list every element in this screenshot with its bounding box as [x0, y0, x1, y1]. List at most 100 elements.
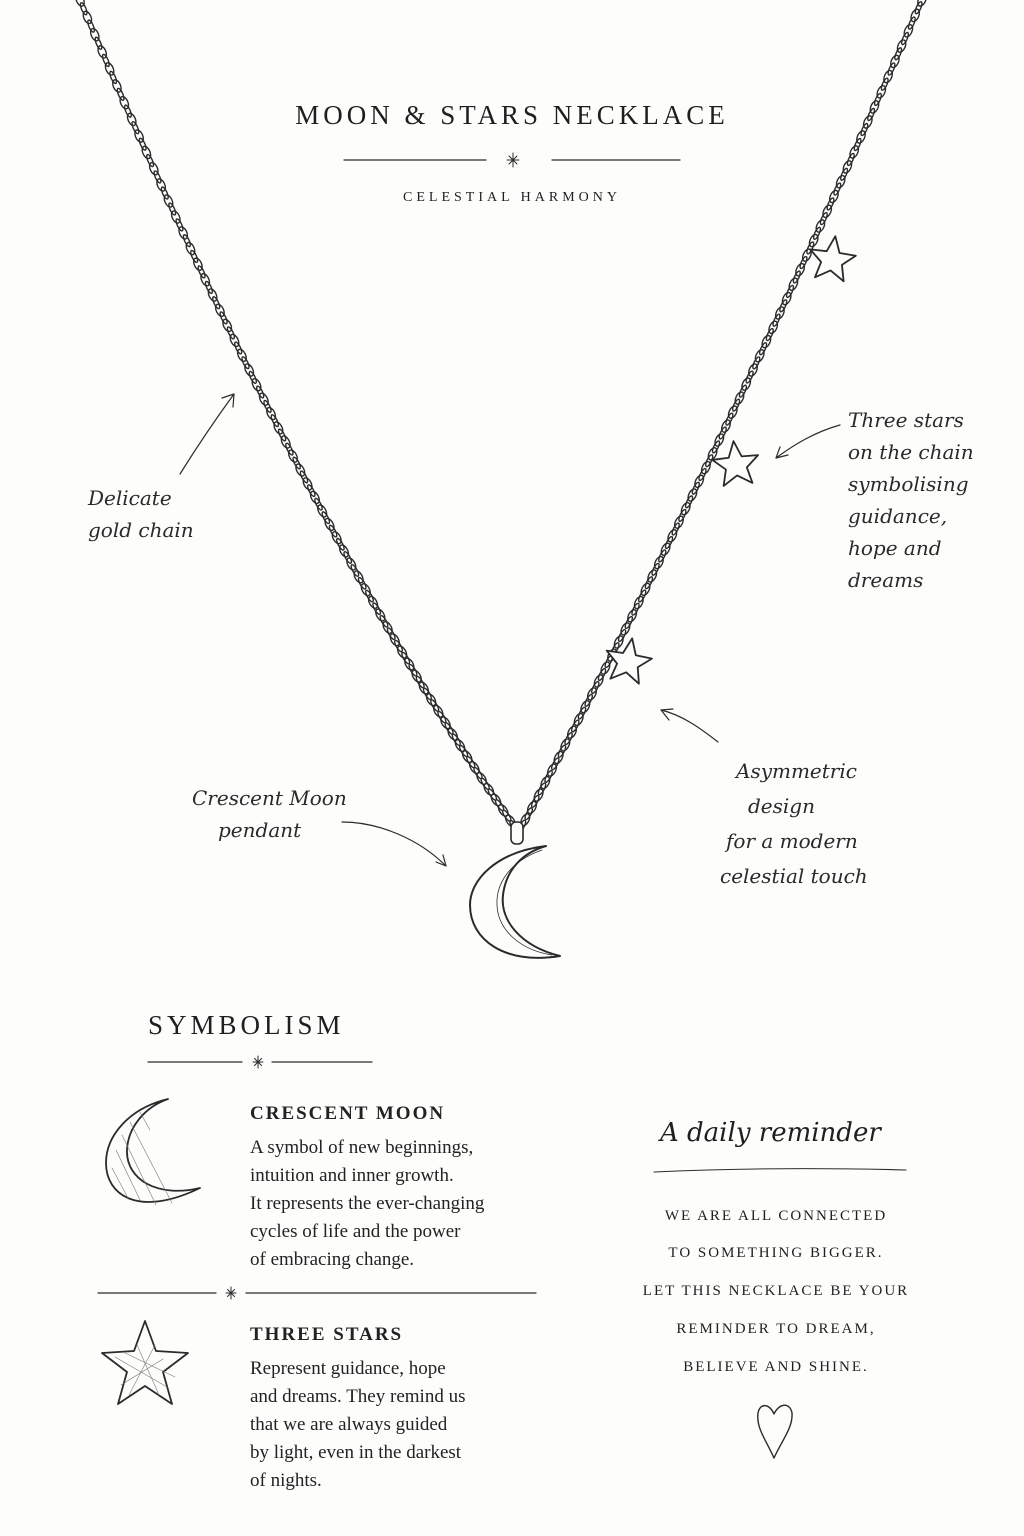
chain-link	[880, 77, 889, 91]
chain-link	[620, 622, 631, 636]
chain-link	[353, 570, 364, 584]
chain-link	[97, 45, 108, 59]
chain-link	[153, 170, 162, 184]
chain-link	[244, 363, 255, 377]
chain-link	[533, 788, 544, 802]
chain-link	[94, 36, 103, 51]
star-icon	[101, 1320, 189, 1405]
chain-link	[360, 583, 371, 597]
chain-link	[873, 92, 882, 107]
chain-link	[718, 426, 727, 440]
chain-link	[382, 620, 393, 635]
chain-link	[564, 732, 573, 746]
chain-link	[236, 348, 247, 363]
chain-link	[550, 757, 560, 771]
chain-link	[393, 639, 404, 653]
chain-link	[119, 95, 130, 110]
chain-link	[883, 69, 894, 84]
chain-link	[104, 62, 115, 76]
chain-link	[684, 495, 694, 509]
chain-link	[141, 145, 152, 160]
chain-star-icon	[809, 235, 857, 283]
chain-link	[894, 47, 903, 61]
chain-link	[808, 233, 819, 248]
chain-link	[752, 356, 761, 370]
chain-link	[131, 120, 140, 135]
chain-link	[835, 174, 846, 189]
chain-link	[526, 800, 538, 815]
chain-link	[200, 272, 211, 287]
chain-link	[779, 299, 788, 313]
chain-link	[774, 306, 785, 320]
chain-link	[680, 501, 691, 516]
chain-link	[768, 320, 779, 335]
chain-star-icon	[711, 440, 759, 487]
chain-link	[280, 435, 291, 449]
chain-link	[792, 270, 801, 284]
chain-link	[408, 663, 418, 677]
chain-link	[826, 197, 835, 211]
chain-link	[251, 377, 262, 392]
symbolism-title: SYMBOLISM	[148, 1010, 345, 1040]
reminder-title: A daily reminder	[660, 1118, 881, 1148]
chain-link	[781, 291, 792, 306]
chain-link	[328, 524, 338, 538]
chain-link	[580, 699, 591, 714]
chain-link	[212, 296, 221, 310]
chain-link	[627, 609, 638, 623]
chain-link	[860, 122, 869, 137]
chain-link	[185, 241, 196, 256]
chain-link	[134, 129, 145, 143]
chain-link	[87, 19, 96, 33]
chain-link	[799, 255, 808, 270]
chain-link	[537, 782, 547, 796]
chain-link	[853, 137, 862, 152]
crescent-moon-icon	[105, 1098, 201, 1206]
design-annotation: Asymmetric design for a modern celestial…	[720, 759, 868, 888]
chain-link	[900, 31, 910, 46]
chain-link	[401, 651, 411, 665]
chain-link	[571, 719, 580, 733]
chain-link	[146, 153, 155, 168]
chain-link	[862, 115, 873, 129]
chain-link	[819, 211, 828, 226]
reminder-line: REMINDER TO DREAM,	[676, 1321, 876, 1337]
chain-link	[89, 27, 100, 42]
chain-link	[577, 706, 587, 720]
chain-link	[309, 490, 321, 505]
chain-link	[338, 544, 350, 558]
chain-link	[644, 576, 654, 590]
chain-link	[917, 0, 927, 7]
chain-link	[658, 549, 667, 563]
chain-link	[299, 470, 309, 484]
chain-link	[302, 477, 313, 491]
chain-link	[613, 635, 624, 649]
chain-link	[219, 311, 228, 325]
chain-link	[255, 385, 265, 399]
chain-link	[292, 456, 301, 470]
chain-link	[175, 218, 184, 232]
chain-link	[346, 557, 357, 571]
reminder-line: WE ARE ALL CONNECTED	[664, 1208, 888, 1224]
chain-link	[667, 529, 678, 543]
stars-annotation: Three stars on the chain symbolising gui…	[848, 408, 974, 592]
chain-link	[761, 334, 772, 349]
chain-link	[372, 602, 382, 616]
chain-link	[840, 167, 849, 181]
chain-link	[867, 107, 876, 122]
chain-link	[365, 589, 374, 603]
chain-link	[903, 23, 914, 38]
chain-link	[795, 262, 806, 277]
chain-link	[741, 377, 752, 391]
chain-link	[586, 687, 598, 701]
chain-link	[833, 182, 842, 196]
chain-link	[123, 104, 133, 118]
chain-link	[263, 399, 272, 413]
chain-link	[544, 769, 553, 783]
chain-link	[671, 522, 680, 536]
chain-link	[591, 680, 600, 695]
chain-link	[600, 661, 611, 675]
chain-link	[540, 775, 551, 790]
arrow-chain	[179, 393, 235, 475]
